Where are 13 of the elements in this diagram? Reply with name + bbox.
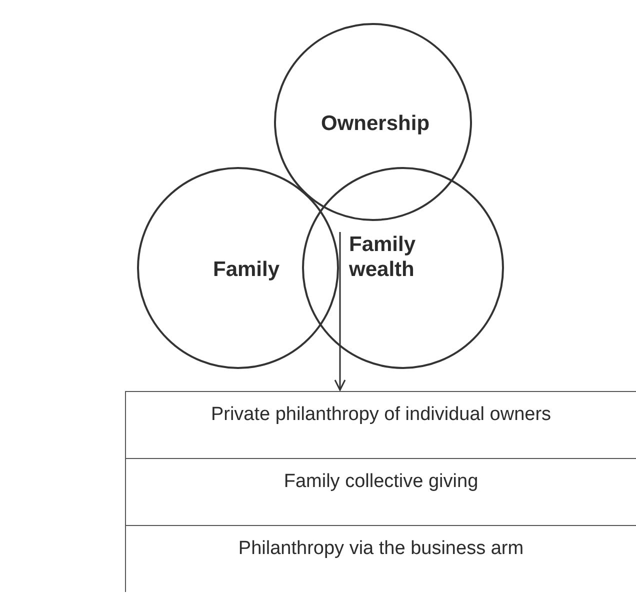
table-row xyxy=(125,458,636,525)
circle-label: Family xyxy=(213,257,281,282)
venn-circle xyxy=(302,167,504,369)
table-row xyxy=(125,525,636,592)
row-text: Private philanthropy of individual owners xyxy=(210,404,552,426)
table-row xyxy=(125,391,636,458)
venn-circle xyxy=(137,167,339,369)
row-text: Family collective giving xyxy=(282,471,480,493)
arrow xyxy=(334,232,346,391)
row-text: Philanthropy via the business arm xyxy=(237,538,525,560)
circle-label: Ownership xyxy=(321,111,431,136)
circle-label: Family wealth xyxy=(349,232,417,282)
venn-circle xyxy=(274,23,472,221)
